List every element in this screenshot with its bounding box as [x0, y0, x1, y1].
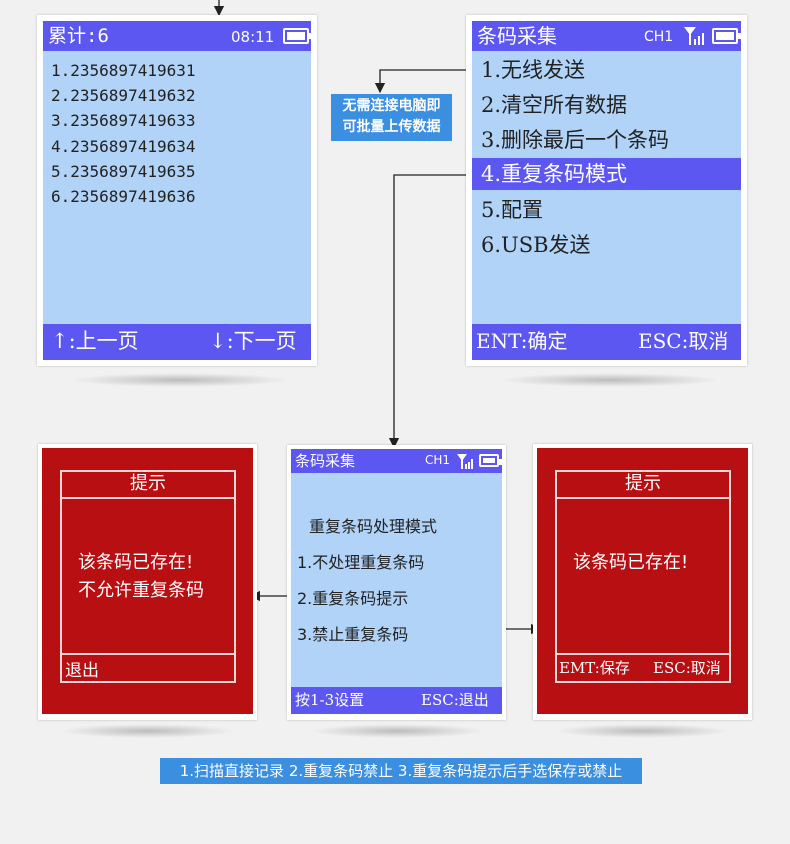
batch-upload-callout: 无需连接电脑即 可批量上传数据: [331, 94, 452, 141]
menu-title-bar: 条码采集 CH1: [472, 21, 741, 51]
menu-title: 条码采集: [477, 24, 557, 48]
dupmode-esc-exit[interactable]: ESC:退出: [421, 691, 489, 709]
menu-item-duplicate-mode[interactable]: 4.重复条码模式: [472, 158, 741, 190]
list-item: 4.2356897419634: [51, 137, 196, 156]
list-footer-bar: ↑:上一页 ↓:下一页: [43, 324, 311, 360]
list-item: 1.2356897419631: [51, 61, 196, 80]
menu-item-clear-all[interactable]: 2.清空所有数据: [481, 93, 628, 117]
battery-icon: [712, 28, 741, 44]
battery-icon: [283, 28, 311, 44]
forbid-dialog-title: 提示: [130, 473, 166, 494]
menu-screen: 条码采集 CH1 1.无线发送 2.清空所有数据 3.删除最后一个条码 4.重复…: [472, 21, 741, 360]
dupmode-set-hint: 按1-3设置: [295, 691, 365, 709]
forbid-dialog-shadow: [60, 724, 235, 738]
dupmode-heading: 重复条码处理模式: [309, 517, 438, 536]
menu-item-config[interactable]: 5.配置: [481, 198, 544, 222]
ent-confirm-label[interactable]: ENT:确定: [476, 329, 568, 353]
dupmode-option-prompt[interactable]: 2.重复条码提示: [297, 589, 409, 608]
dupmode-option-forbid[interactable]: 3.禁止重复条码: [297, 625, 409, 644]
list-item: 2.2356897419632: [51, 86, 196, 105]
forbid-dialog-box: 提示 该条码已存在! 不允许重复条码 退出: [60, 470, 236, 683]
prompt-dialog-box: 提示 该条码已存在! EMT:保存 ESC:取消: [555, 470, 731, 683]
dupmode-channel: CH1: [425, 453, 451, 467]
menu-item-delete-last[interactable]: 3.删除最后一个条码: [481, 128, 670, 152]
dupmode-screen: 条码采集 CH1 重复条码处理模式 1.不处理重复条码 2.重复条码提示 3.禁…: [291, 449, 502, 714]
signal-icon: [684, 27, 704, 45]
arrow-callout-to-wireless: [374, 64, 480, 94]
dupmode-title: 条码采集: [295, 452, 356, 470]
menu-footer-bar: ENT:确定 ESC:取消: [472, 324, 741, 360]
list-title: 累计:6: [48, 25, 109, 47]
mode-legend: 1.扫描直接记录 2.重复条码禁止 3.重复条码提示后手选保存或禁止: [160, 758, 642, 784]
prompt-cancel-button[interactable]: ESC:取消: [653, 659, 721, 677]
dupmode-title-bar: 条码采集 CH1: [291, 449, 502, 473]
list-item: 6.2356897419636: [51, 187, 196, 206]
forbid-dialog: 提示 该条码已存在! 不允许重复条码 退出: [42, 448, 253, 714]
forbid-dialog-divider-bottom: [62, 653, 234, 655]
prompt-dialog: 提示 该条码已存在! EMT:保存 ESC:取消: [537, 448, 748, 714]
next-page-label[interactable]: ↓:下一页: [209, 329, 297, 353]
dupmode-option-ignore[interactable]: 1.不处理重复条码: [297, 553, 425, 572]
callout-line-2: 可批量上传数据: [342, 119, 441, 135]
prompt-dialog-divider: [557, 497, 729, 499]
prompt-dialog-divider-bottom: [557, 653, 729, 655]
list-time: 08:11: [231, 28, 275, 46]
signal-icon: [457, 454, 473, 469]
menu-item-wireless-send[interactable]: 1.无线发送: [481, 58, 586, 82]
esc-cancel-label[interactable]: ESC:取消: [638, 329, 729, 353]
battery-icon: [479, 454, 502, 467]
dupmode-screen-shadow: [310, 724, 485, 738]
list-screen: 累计:6 08:11 1.2356897419631 2.23568974196…: [43, 21, 311, 360]
list-item: 5.2356897419635: [51, 162, 196, 181]
prompt-dialog-shadow: [555, 724, 730, 738]
forbid-dialog-divider: [62, 497, 234, 499]
list-title-bar: 累计:6 08:11: [43, 21, 311, 51]
callout-line-1: 无需连接电脑即: [342, 98, 441, 114]
menu-screen-shadow: [500, 373, 720, 387]
menu-channel: CH1: [644, 29, 674, 45]
prev-page-label[interactable]: ↑:上一页: [51, 329, 139, 353]
menu-item-usb-send[interactable]: 6.USB发送: [481, 233, 591, 257]
forbid-dialog-line-2: 不允许重复条码: [78, 580, 204, 601]
prompt-dialog-line-1: 该条码已存在!: [573, 552, 689, 573]
forbid-dialog-line-1: 该条码已存在!: [78, 552, 194, 573]
list-item: 3.2356897419633: [51, 111, 196, 130]
forbid-exit-button[interactable]: 退出: [65, 661, 99, 681]
prompt-dialog-title: 提示: [625, 473, 661, 494]
arrow-dupmode-to-screen: [388, 169, 478, 449]
prompt-save-button[interactable]: EMT:保存: [559, 659, 630, 677]
list-screen-shadow: [70, 373, 290, 387]
dupmode-footer-bar: 按1-3设置 ESC:退出: [291, 687, 502, 714]
